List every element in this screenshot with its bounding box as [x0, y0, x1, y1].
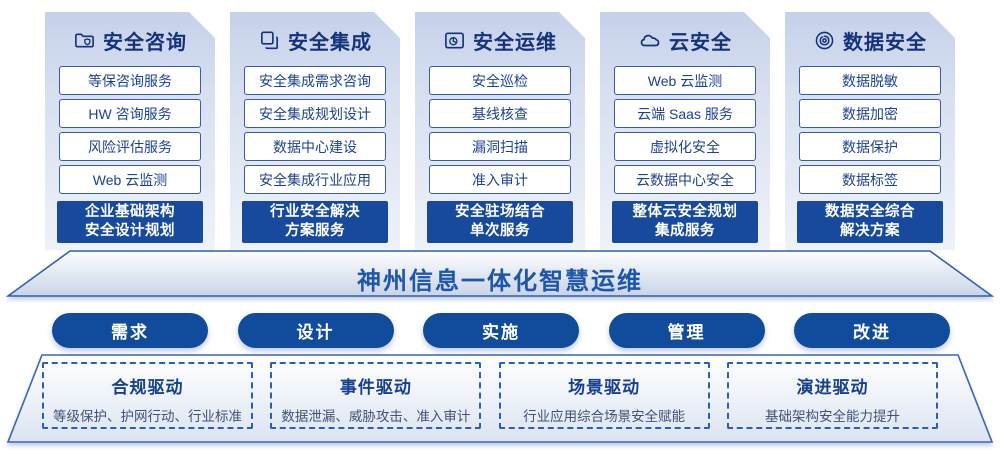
service-item: HW 咨询服务	[59, 99, 201, 128]
service-cards-row: 安全咨询 等保咨询服务 HW 咨询服务 风险评估服务 Web 云监测 企业基础架…	[45, 12, 955, 250]
card-header: 数据安全	[785, 28, 955, 52]
process-pills-row: 需求 设计 实施 管理 改进	[52, 313, 950, 348]
service-item: Web 云监测	[59, 165, 201, 194]
highlight-line: 单次服务	[470, 223, 530, 239]
pill-requirement: 需求	[52, 313, 208, 348]
highlight-line: 集成服务	[655, 223, 715, 239]
highlight-line: 方案服务	[285, 223, 345, 239]
card-header: 安全咨询	[45, 28, 215, 52]
service-item: 安全集成需求咨询	[244, 66, 386, 95]
highlight-line: 行业安全解决	[270, 203, 360, 220]
service-item: 风险评估服务	[59, 132, 201, 161]
service-item: 云数据中心安全	[614, 165, 756, 194]
documents-icon	[258, 29, 281, 52]
card-header: 安全运维	[415, 28, 585, 52]
driver-incident: 事件驱动 数据泄漏、威胁攻击、准入审计	[270, 362, 482, 429]
banner-platform	[6, 250, 994, 297]
cloud-icon	[638, 28, 662, 52]
highlight-service: 行业安全解决 方案服务	[242, 201, 388, 243]
service-item: 数据保护	[799, 132, 941, 161]
card-title: 数据安全	[843, 31, 927, 54]
pill-design: 设计	[237, 313, 394, 348]
service-card-security-integration: 安全集成 安全集成需求咨询 安全集成规划设计 数据中心建设 安全集成行业应用 行…	[230, 12, 400, 250]
service-card-security-operations: 安全运维 安全巡检 基线核查 漏洞扫描 准入审计 安全驻场结合 单次服务	[415, 12, 585, 250]
card-title: 安全集成	[288, 31, 372, 54]
driver-desc: 等级保护、护网行动、行业标准	[53, 409, 242, 424]
service-item: 虚拟化安全	[614, 132, 756, 161]
service-item: 云端 Saas 服务	[614, 99, 756, 128]
pill-management: 管理	[608, 313, 765, 348]
folder-clock-icon	[443, 29, 466, 52]
highlight-line: 企业基础架构	[85, 203, 175, 220]
card-title: 云安全	[669, 31, 732, 54]
highlight-line: 安全驻场结合	[455, 203, 545, 220]
highlight-line: 整体云安全规划	[632, 203, 738, 220]
folder-shield-icon	[73, 29, 96, 52]
card-title: 安全咨询	[103, 31, 187, 54]
drivers-row: 合规驱动 等级保护、护网行动、行业标准 事件驱动 数据泄漏、威胁攻击、准入审计 …	[42, 362, 938, 429]
driver-desc: 基础架构安全能力提升	[764, 409, 900, 424]
card-header: 安全集成	[230, 28, 400, 52]
driver-title: 演进驱动	[796, 378, 869, 397]
driver-title: 事件驱动	[339, 378, 412, 397]
service-card-cloud-security: 云安全 Web 云监测 云端 Saas 服务 虚拟化安全 云数据中心安全 整体云…	[600, 12, 770, 250]
driver-compliance: 合规驱动 等级保护、护网行动、行业标准	[42, 362, 253, 429]
service-item: 安全集成规划设计	[244, 99, 386, 128]
service-item: 数据加密	[799, 99, 941, 128]
driver-title: 场景驱动	[568, 378, 641, 397]
highlight-service: 企业基础架构 安全设计规划	[57, 201, 203, 243]
pill-implementation: 实施	[423, 313, 579, 348]
service-item: 安全集成行业应用	[244, 165, 386, 194]
service-item: 数据标签	[799, 165, 941, 194]
service-item: 数据中心建设	[244, 132, 386, 161]
pill-improvement: 改进	[794, 313, 950, 348]
driver-desc: 数据泄漏、威胁攻击、准入审计	[281, 409, 471, 424]
highlight-service: 整体云安全规划 集成服务	[612, 201, 758, 243]
highlight-service: 数据安全综合 解决方案	[797, 201, 943, 243]
driver-scenario: 场景驱动 行业应用综合场景安全赋能	[498, 362, 710, 429]
fingerprint-icon	[813, 29, 836, 52]
card-title: 安全运维	[473, 31, 557, 54]
driver-title: 合规驱动	[111, 378, 184, 397]
service-item: 漏洞扫描	[429, 132, 571, 161]
service-item: 等保咨询服务	[59, 66, 201, 95]
service-item: 基线核查	[429, 99, 571, 128]
service-item: 数据脱敏	[799, 66, 941, 95]
banner-title: 神州信息一体化智慧运维	[357, 268, 643, 295]
card-header: 云安全	[600, 28, 770, 52]
highlight-line: 安全设计规划	[85, 223, 175, 239]
service-card-security-consulting: 安全咨询 等保咨询服务 HW 咨询服务 风险评估服务 Web 云监测 企业基础架…	[45, 12, 215, 250]
service-item: 准入审计	[429, 165, 571, 194]
driver-desc: 行业应用综合场景安全赋能	[523, 409, 686, 424]
service-item: Web 云监测	[614, 66, 756, 95]
service-item: 安全巡检	[429, 66, 571, 95]
highlight-line: 解决方案	[840, 223, 900, 239]
highlight-line: 数据安全综合	[825, 203, 915, 220]
highlight-service: 安全驻场结合 单次服务	[427, 201, 573, 243]
service-card-data-security: 数据安全 数据脱敏 数据加密 数据保护 数据标签 数据安全综合 解决方案	[785, 12, 955, 250]
driver-evolution: 演进驱动 基础架构安全能力提升	[726, 362, 938, 429]
